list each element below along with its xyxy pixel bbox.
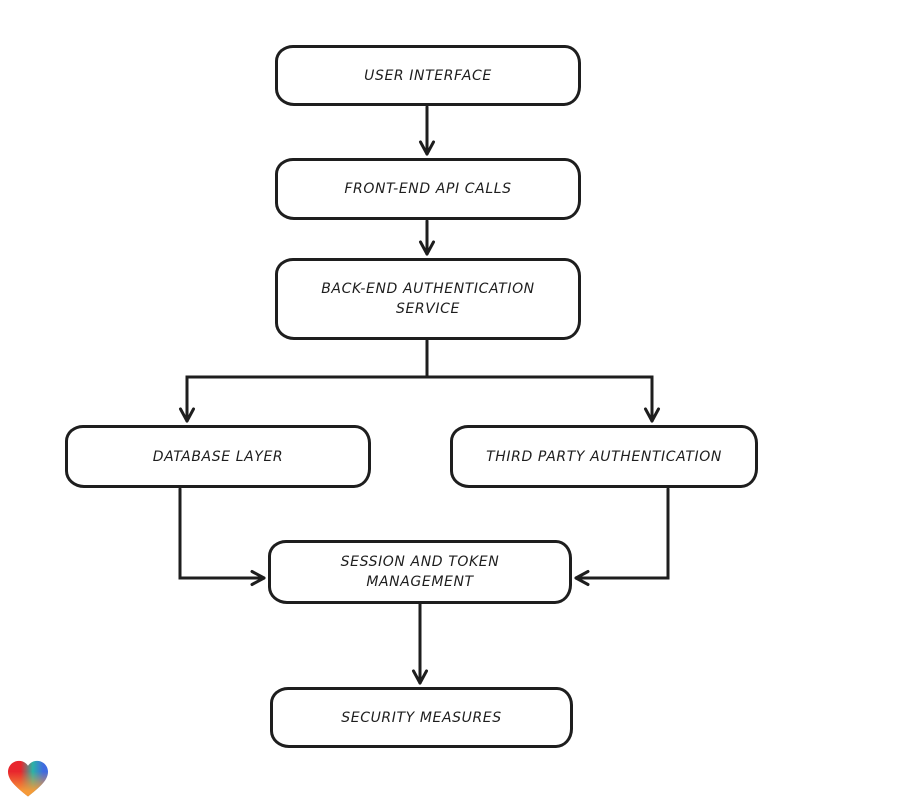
edge-backend-to-database: [179, 339, 429, 423]
node-third-party-authentication: THIRD PARTY AUTHENTICATION: [450, 425, 758, 488]
node-back-end-authentication-service: BACK-END AUTHENTICATION SERVICE: [275, 258, 581, 340]
node-label: FRONT-END API CALLS: [344, 181, 512, 197]
edge-backend-to-thirdparty: [425, 339, 660, 423]
node-session-and-token-management: SESSION AND TOKEN MANAGEMENT: [268, 540, 572, 604]
edge-thirdparty-to-session: [574, 487, 670, 586]
edge-database-to-session: [178, 487, 266, 586]
node-label: USER INTERFACE: [364, 67, 492, 84]
node-user-interface: USER INTERFACE: [275, 45, 581, 106]
node-security-measures: SECURITY MEASURES: [270, 687, 573, 748]
node-label: DATABASE LAYER: [152, 448, 284, 465]
node-label: SESSION AND TOKEN MANAGEMENT: [340, 554, 500, 590]
node-front-end-api-calls: FRONT-END API CALLS: [275, 158, 581, 220]
node-database-layer: DATABASE LAYER: [65, 425, 371, 488]
gradient-heart-icon: [8, 760, 48, 797]
node-label: BACK-END AUTHENTICATION SERVICE: [321, 281, 535, 317]
node-label: THIRD PARTY AUTHENTICATION: [486, 448, 722, 465]
node-label: SECURITY MEASURES: [341, 709, 502, 726]
